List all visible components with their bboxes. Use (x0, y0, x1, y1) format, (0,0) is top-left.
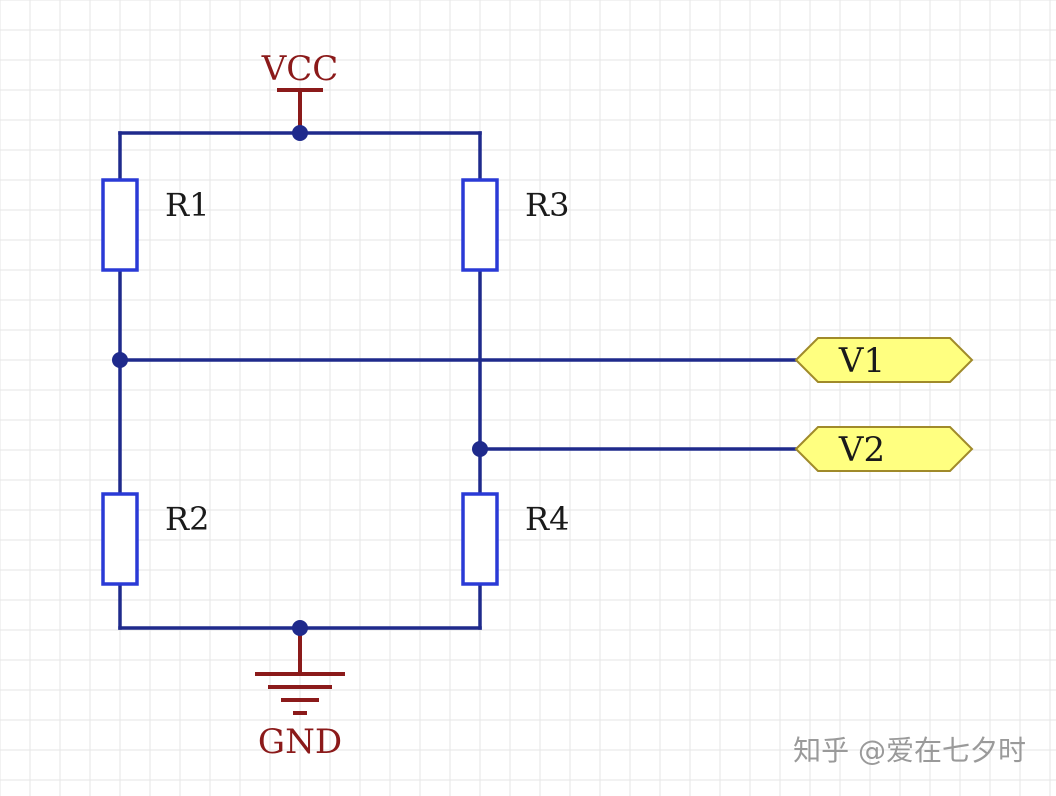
gnd-label: GND (258, 722, 342, 762)
v2-junction-dot (472, 441, 488, 457)
v1-junction-dot (112, 352, 128, 368)
resistor-r2: R2 (101, 492, 209, 586)
vcc-junction-dot (292, 125, 308, 141)
v2-port-label: V2 (838, 430, 885, 470)
r2-label: R2 (165, 500, 209, 538)
vcc-label: VCC (261, 49, 339, 89)
resistor-r3: R3 (461, 178, 569, 272)
wires (118, 131, 802, 630)
resistor-r4: R4 (461, 492, 569, 586)
resistor-r1: R1 (101, 178, 209, 272)
port-v1: V1 (794, 337, 974, 383)
r3-label: R3 (525, 186, 569, 224)
r4-label: R4 (525, 500, 569, 538)
gnd-junction-dot (292, 620, 308, 636)
gnd-symbol: GND (255, 628, 345, 762)
v1-port-label: V1 (838, 341, 885, 381)
vcc-symbol: VCC (261, 49, 339, 133)
r1-label: R1 (165, 186, 209, 224)
port-v2: V2 (794, 426, 974, 472)
watermark-text: 知乎 @爱在七夕时 (793, 734, 1026, 767)
